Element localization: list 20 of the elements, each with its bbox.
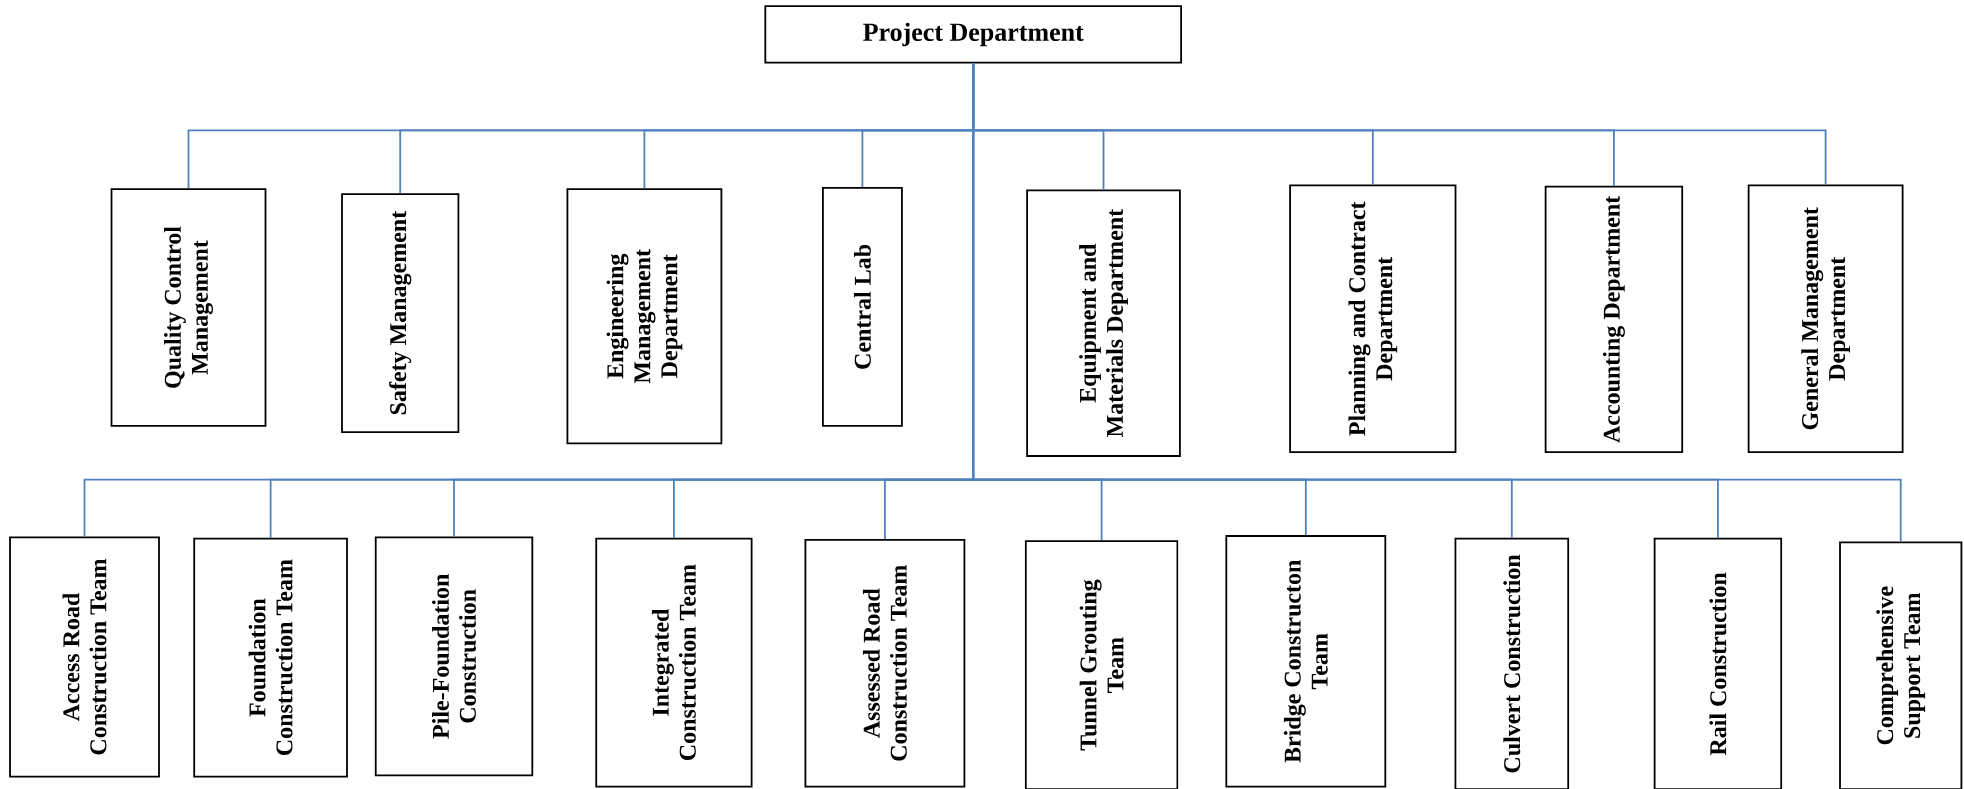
team-box: Pile-Foundation Construction — [374, 536, 534, 777]
department-box: Accounting Department — [1544, 185, 1684, 454]
department-box: Project Department — [764, 5, 1182, 64]
department-box: Central Lab — [822, 187, 903, 427]
department-box: Quality Control Management — [110, 188, 267, 427]
team-box: Assessed Road Construction Team — [804, 538, 966, 788]
team-box: Access Road Construction Team — [9, 536, 160, 778]
team-box: Tunnel Grouting Team — [1024, 540, 1179, 789]
department-box: Equipment and Materials Department — [1026, 189, 1181, 457]
department-box: Engineering Management Department — [566, 188, 723, 445]
department-box: Safety Management — [341, 193, 460, 433]
team-box: Culvert Construction — [1454, 537, 1570, 789]
team-box: Foundation Construction Team — [193, 537, 348, 778]
team-box: Bridge Constructon Team — [1225, 535, 1387, 788]
team-box: Rail Construction — [1653, 537, 1783, 789]
department-box: Planning and Contract Department — [1289, 184, 1457, 454]
team-box: Comprehensive Support Team — [1839, 541, 1963, 789]
connector-line — [972, 62, 1902, 543]
department-box: General Management Department — [1747, 184, 1904, 454]
team-box: Integrated Construction Team — [595, 537, 753, 788]
